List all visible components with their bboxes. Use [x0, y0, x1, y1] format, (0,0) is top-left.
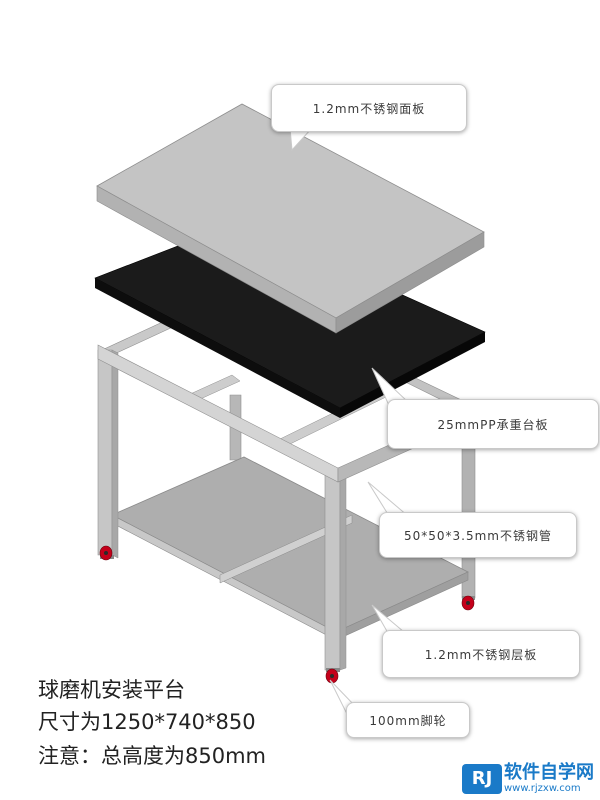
pp-board-edge: [95, 278, 340, 418]
shelf-middle-bar: [219, 514, 353, 584]
label-steel-tube: 50*50*3.5mm不锈钢管: [379, 512, 577, 558]
watermark-url: www.rjzxw.com: [504, 783, 581, 794]
label-wheel: 100mm脚轮: [346, 702, 470, 738]
top-panel-right-edge: [335, 231, 485, 334]
watermark-logo-icon: RJ: [462, 763, 502, 794]
front-left-leg: [97, 349, 113, 556]
title-line-2: 尺寸为1250*740*850: [38, 710, 256, 734]
watermark: RJ 软件自学网 www.rjzxw.com: [462, 763, 594, 794]
title-line-1: 球磨机安装平台: [38, 678, 185, 702]
label-pp-board: 25mmPP承重台板: [387, 399, 599, 449]
pp-board-edge-right: [340, 332, 485, 418]
title-line-3: 注意：总高度为850mm: [38, 744, 266, 768]
wheel-back-right: [461, 595, 475, 611]
wheel-front-right: [325, 668, 340, 684]
front-right-leg: [324, 469, 341, 671]
label-top-panel: 1.2mm不锈钢面板: [271, 84, 467, 132]
label-shelf: 1.2mm不锈钢层板: [382, 630, 580, 678]
front-left-leg-side: [111, 349, 119, 559]
wheel-front-left: [99, 545, 114, 561]
front-right-leg-side: [339, 467, 347, 671]
watermark-name: 软件自学网: [504, 762, 594, 783]
